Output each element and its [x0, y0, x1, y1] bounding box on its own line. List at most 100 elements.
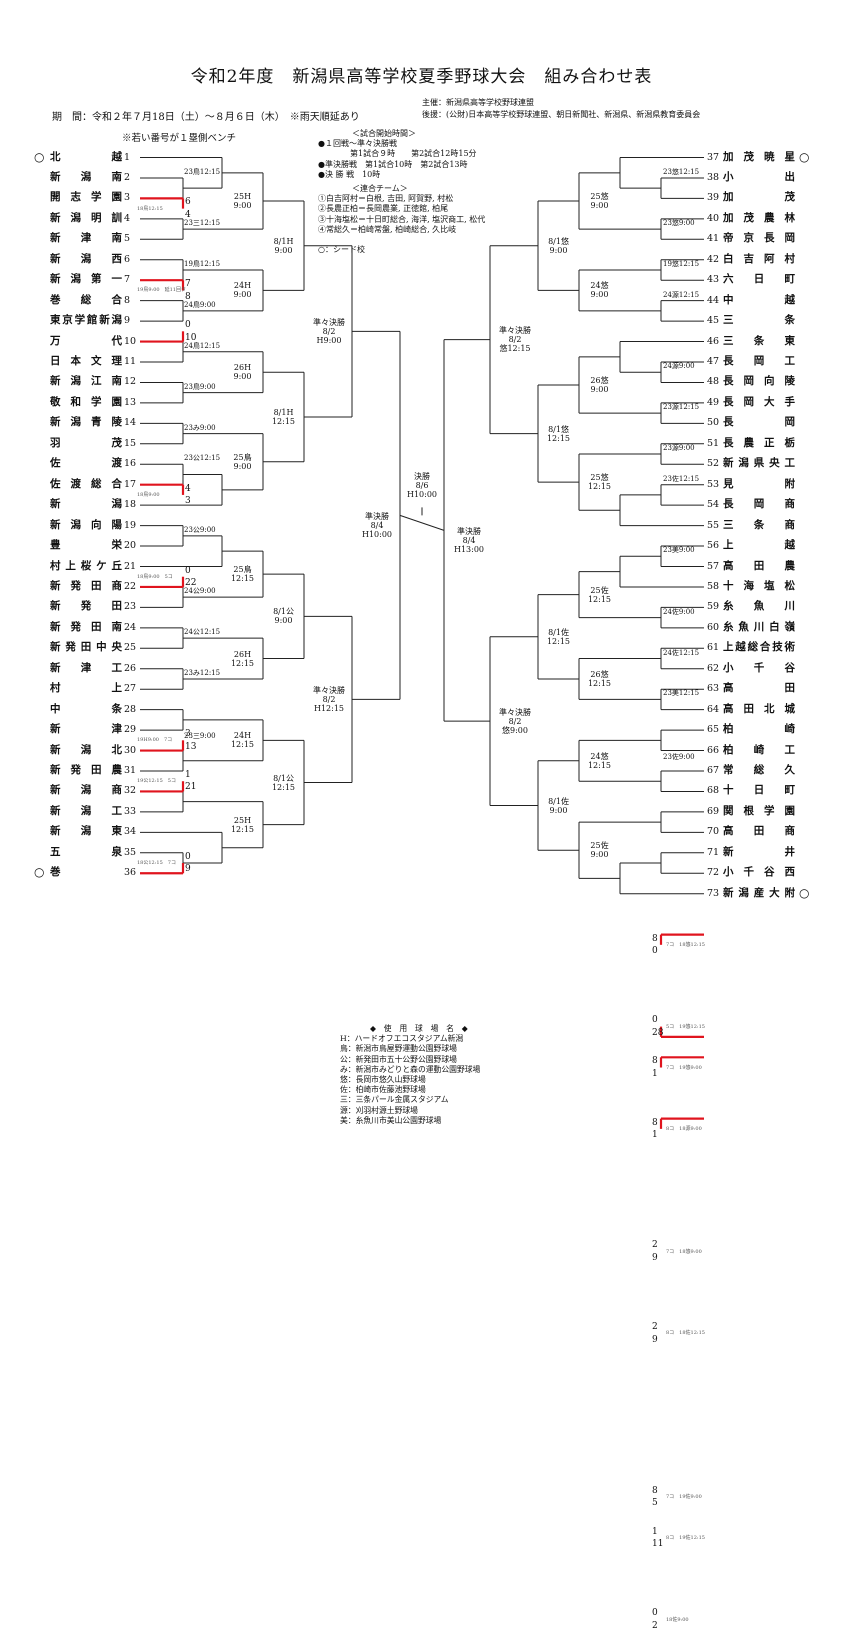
score: 10: [185, 332, 197, 343]
team-name: 長岡大手: [723, 395, 795, 408]
r1-game-label: 24鳥12:15: [184, 341, 221, 350]
team-number: 54: [707, 499, 720, 511]
team-name: 新潟向陽: [50, 518, 122, 531]
team-name: 三条東: [723, 334, 795, 347]
r2-game-label-line: 25悠: [590, 191, 609, 201]
r2-game-label-line: 12:15: [230, 740, 255, 750]
r3-game-label-line: 12:15: [271, 782, 296, 792]
r3-game-label-line: 9:00: [549, 805, 568, 815]
final-game-label-line: H10:00: [406, 489, 438, 499]
r1-game-label: 19悠12:15: [663, 259, 700, 268]
team-name: 新潟明訓: [50, 211, 122, 224]
team-name: 巻: [50, 866, 61, 879]
r2-game-label-line: 25佐: [590, 841, 609, 851]
team-name: 上越: [723, 539, 795, 552]
team-number: 32: [124, 785, 137, 797]
sf-game-label-line: 8/4: [462, 535, 476, 545]
team-number: 50: [707, 417, 720, 429]
r1-game-label: 23鳥9:00: [184, 382, 216, 391]
team-name: 新潟商: [50, 784, 122, 797]
team-name: 長岡商: [723, 498, 795, 511]
team-name: 佐渡総合: [50, 477, 122, 490]
venue-item: み：新潟市みどりと森の運動公園野球場: [340, 1064, 481, 1074]
combined-team-line: ②長農正柏＝長岡農業, 正徳館, 柏尾: [318, 204, 449, 214]
r2-game-label-line: 25H: [233, 191, 252, 201]
r3-game-label-line: 12:15: [546, 433, 571, 443]
score: 4: [185, 483, 191, 494]
r1-game-label: 24公9:00: [184, 587, 216, 596]
venue-item: 佐：柏崎市佐藤池野球場: [340, 1085, 426, 1095]
score: 8: [185, 291, 191, 302]
score: 7: [185, 279, 191, 290]
team-number: 45: [707, 315, 720, 327]
team-number: 4: [124, 212, 131, 224]
qf-game-label-line: 8/2: [322, 694, 336, 704]
team-name: 三条商: [723, 518, 795, 531]
score: 4: [185, 209, 191, 220]
team-name: 佐渡: [50, 457, 122, 470]
team-name: 見附: [723, 477, 795, 490]
game-result-note: 19鳥9:00 延11回タ: [137, 287, 186, 294]
qf-game-label-line: H12:15: [313, 703, 345, 713]
r3-game-label-line: 8/1悠: [548, 424, 569, 434]
team-number: 66: [707, 744, 720, 756]
r1-game-label: 23佐9:00: [663, 752, 695, 761]
team-name: 長農正栃: [723, 436, 795, 449]
score: 8: [652, 1117, 658, 1128]
team-name: 巻総合: [50, 293, 122, 306]
r1-game-label: 23公9:00: [184, 525, 216, 534]
r1-game-label: 23悠9:00: [663, 219, 695, 228]
score: 28: [652, 1027, 664, 1038]
team-name: 新発田南: [50, 620, 122, 633]
team-name: 新潟: [50, 498, 122, 511]
r3-game-label-line: 12:15: [271, 416, 296, 426]
game-result-note: 18鳥9:00 5コ: [137, 573, 173, 580]
team-number: 12: [124, 376, 137, 388]
team-number: 68: [707, 785, 720, 797]
sf-game-label-line: H10:00: [361, 529, 393, 539]
combined-team-line: ①白吉阿村＝白根, 吉田, 阿賀野, 村松: [318, 194, 454, 204]
score: 5: [652, 1498, 658, 1509]
r2-game-label-line: 25鳥: [233, 565, 252, 575]
r1-game-label: 23三12:15: [184, 219, 221, 228]
team-number: 11: [124, 356, 137, 367]
team-name: 日本文理: [50, 355, 122, 367]
team-name: 東京学館新潟: [50, 314, 122, 327]
team-name: 加茂: [723, 191, 795, 204]
team-number: 70: [707, 826, 720, 838]
seed-mark: ○: [34, 149, 45, 164]
team-name: 常総久: [723, 764, 795, 776]
team-name: 加茂農林: [723, 211, 795, 224]
team-name: 新潟南: [50, 170, 122, 183]
team-number: 28: [124, 703, 137, 715]
venue-item: H：ハードオフエコスタジアム新潟: [340, 1034, 464, 1044]
team-number: 56: [707, 540, 720, 552]
score: 8: [652, 1056, 658, 1067]
team-number: 27: [124, 683, 137, 695]
start-time-line: 第1試合９時 第2試合12時15分: [318, 149, 477, 159]
r1-game-label: 24源9:00: [663, 362, 695, 371]
qf-game-label-line: 準々決勝: [499, 326, 531, 336]
score: 9: [652, 1334, 658, 1345]
r2-game-label-line: 26H: [233, 649, 252, 659]
venue-list: ◆ 使 用 球 場 名 ◆H：ハードオフエコスタジアム新潟鳥：新潟市鳥屋野運動公…: [340, 1024, 480, 1126]
team-name: 高田商: [723, 825, 795, 838]
team-name: 白吉阿村: [723, 252, 795, 265]
team-name: 中越: [723, 293, 795, 306]
seed-mark: ○: [799, 149, 810, 164]
r2-game-label-line: 9:00: [233, 461, 252, 471]
r1-game-label: 23佐12:15: [663, 474, 700, 483]
score: 0: [185, 565, 191, 576]
